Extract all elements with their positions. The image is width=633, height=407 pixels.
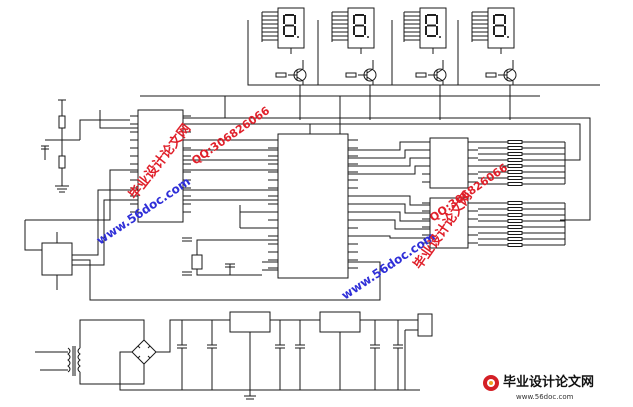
logo-site-text: www.56doc.com [516, 393, 574, 401]
crystal-oscillator [182, 205, 262, 276]
seven-segment-display-1 [261, 7, 305, 54]
display-driver-chips [422, 137, 478, 249]
seven-segment-display-2 [331, 7, 375, 54]
resistor-arrays [478, 140, 566, 247]
serial-eeprom-chip [130, 109, 191, 223]
pnp-transistor-1 [275, 60, 307, 85]
display-bus-wires [140, 20, 600, 221]
voltage-monitor-chip [24, 169, 138, 290]
site-logo: 毕业设计论文网 www.56doc.com [483, 374, 594, 401]
resistor-array-2 [478, 201, 566, 247]
microcontroller-chip [268, 133, 358, 279]
pnp-transistor-2 [345, 60, 377, 85]
seven-segment-display-3 [403, 7, 447, 54]
seven-segment-display-row [261, 7, 515, 54]
logo-brand-text: 毕业设计论文网 [503, 374, 594, 390]
reset-rc-network [41, 99, 130, 193]
mcu-driver-wires [72, 96, 430, 301]
watermark-qq-left: QQ:306826066 [189, 104, 272, 168]
resistor-array-1 [478, 140, 566, 186]
pnp-transistor-4 [485, 60, 517, 85]
pnp-transistor-3 [415, 60, 447, 85]
seven-segment-display-4 [471, 7, 515, 54]
power-supply-section [35, 311, 433, 400]
pnp-transistor-row [275, 60, 517, 85]
